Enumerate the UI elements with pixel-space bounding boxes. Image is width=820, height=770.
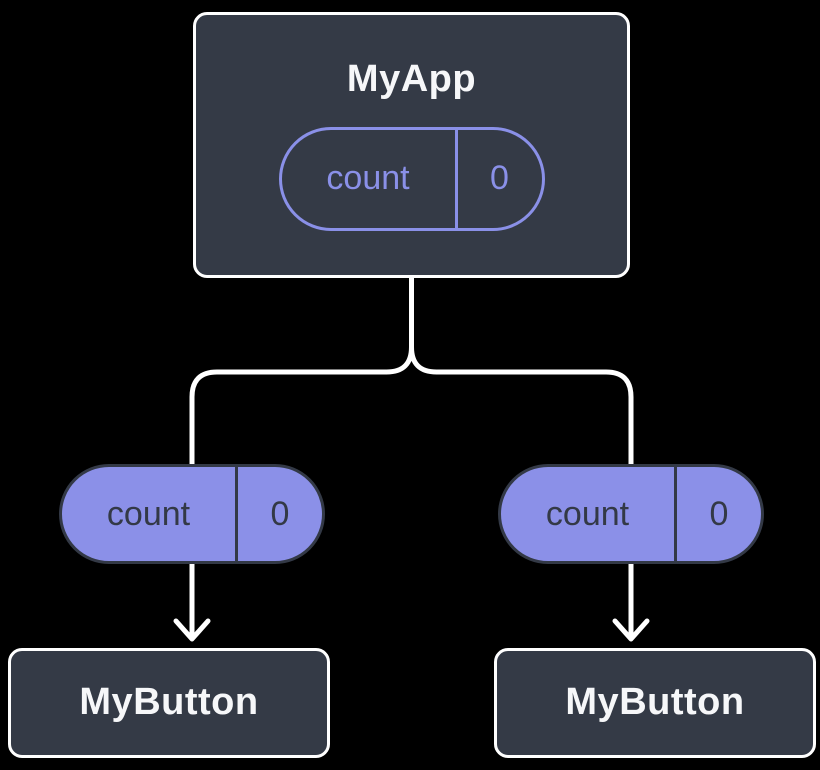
prop-pill-value: 0 bbox=[709, 494, 729, 533]
myapp-state-pill: count 0 bbox=[278, 126, 545, 231]
prop-pill-right: count 0 bbox=[498, 464, 764, 564]
state-pill-value: 0 bbox=[490, 159, 509, 198]
branch-line-left bbox=[189, 275, 414, 469]
prop-pill-key: count bbox=[62, 467, 238, 561]
mybutton-component-box-right: MyButton bbox=[494, 648, 816, 758]
myapp-component-box: MyApp count 0 bbox=[193, 12, 630, 278]
mybutton-label: MyButton bbox=[565, 681, 745, 724]
state-pill-key: count bbox=[282, 129, 458, 228]
myapp-label: MyApp bbox=[346, 58, 477, 101]
prop-pill-value: 0 bbox=[270, 494, 290, 533]
branch-line-right bbox=[409, 275, 634, 469]
prop-pill-left: count 0 bbox=[59, 464, 325, 564]
prop-pill-key: count bbox=[501, 467, 677, 561]
arrow-left-head-icon bbox=[173, 618, 211, 642]
mybutton-component-box-left: MyButton bbox=[8, 648, 330, 758]
mybutton-label: MyButton bbox=[79, 681, 259, 724]
arrow-right-head-icon bbox=[612, 618, 650, 642]
